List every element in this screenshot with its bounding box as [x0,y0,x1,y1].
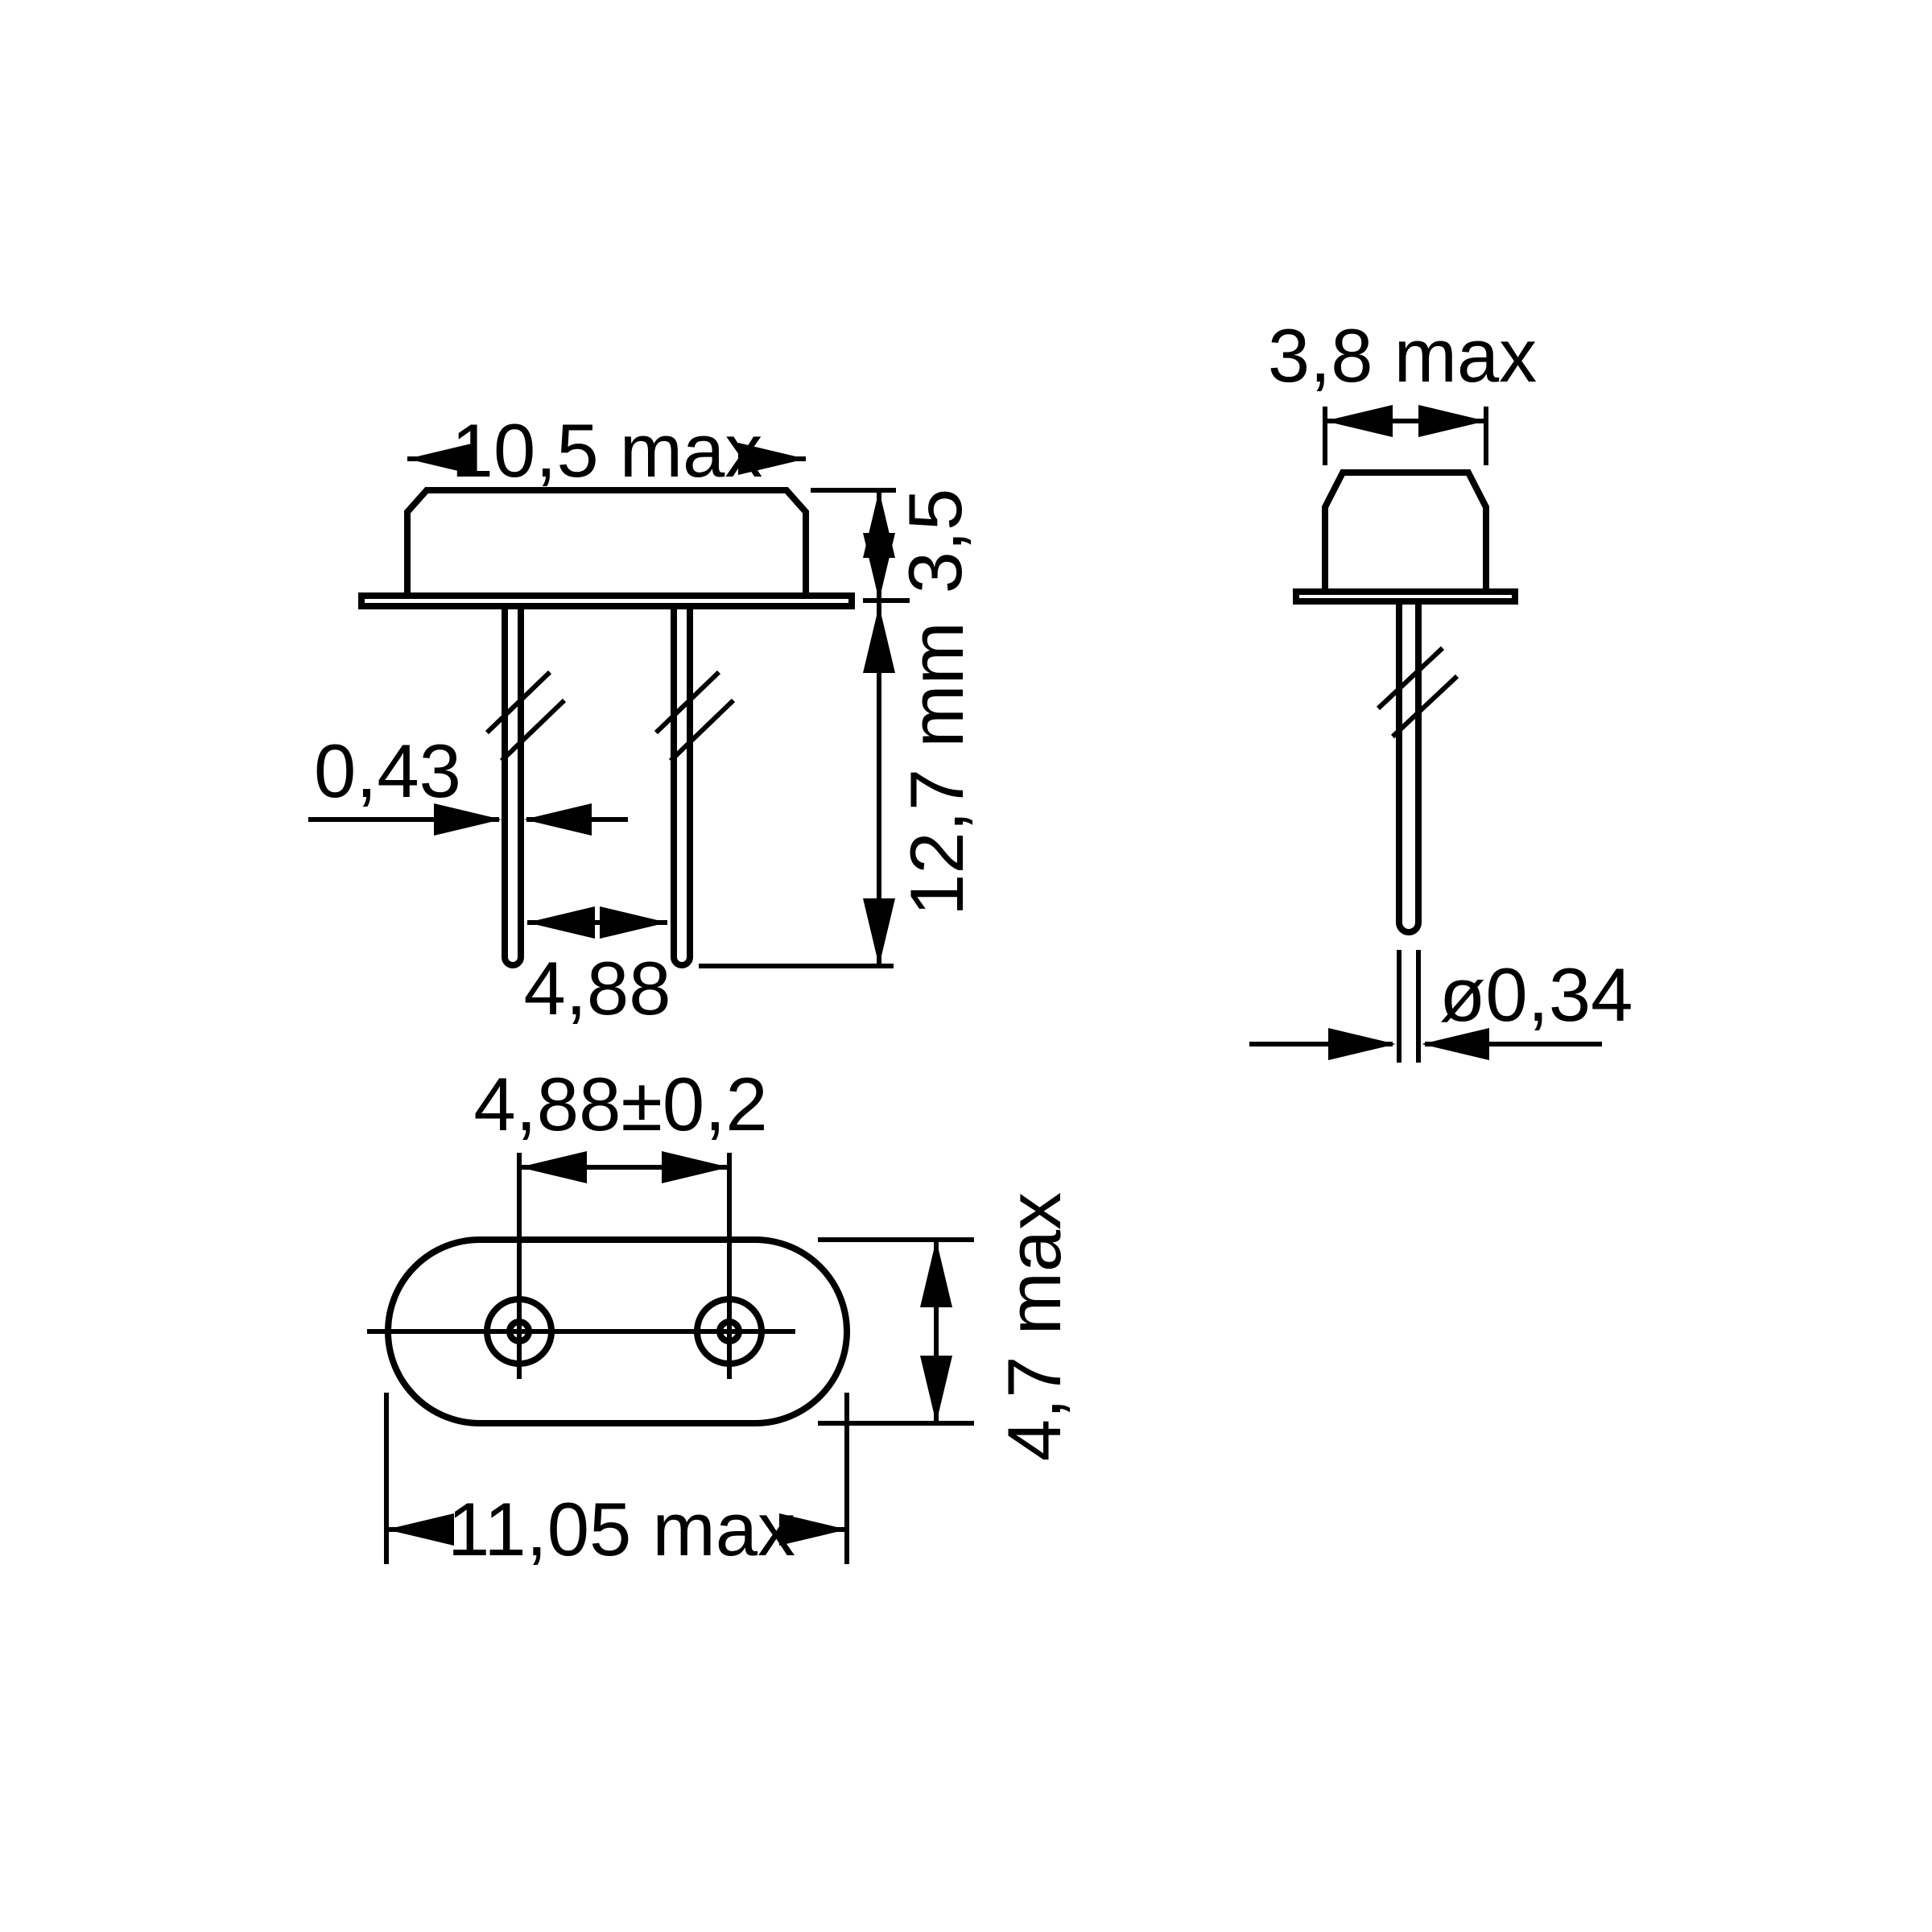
front-lead-length-label: 12,7 mm [894,621,979,916]
bottom-width-label: 11,05 max [448,1487,795,1571]
dimension-arrowhead [863,533,895,601]
front-right-lead [671,609,693,968]
front-flange [358,592,855,609]
front-lead-spacing-dimension: 4,88 [524,906,671,1030]
side-width-dimension: 3,8 max [1268,313,1537,465]
front-body-height-label: 3,5 [893,489,977,594]
front-left-lead-break-marks [485,670,567,763]
dimension-arrowhead [920,1240,952,1307]
front-lead-thickness-label: 0,43 [314,729,461,813]
dimension-arrowhead [519,1151,587,1183]
dimension-arrowhead [1328,1028,1396,1060]
bottom-width-dimension: 11,05 max [384,1393,849,1571]
side-lead-diameter-label: ø0,34 [1439,952,1633,1037]
side-flange [1293,588,1518,605]
dimension-arrowhead [527,906,595,939]
dimension-arrowhead [863,898,895,966]
side-lead-diameter-dimension: ø0,34 [1249,950,1633,1063]
front-lead-spacing-label: 4,88 [524,946,671,1030]
front-view: 10,5 max 3,5 12,7 mm 0,43 [308,408,979,1030]
front-left-lead [502,609,524,968]
front-lead-thickness-dimension: 0,43 [308,729,628,836]
bottom-depth-dimension: 4,7 max [818,1192,1076,1461]
dimension-arrowhead [863,605,895,673]
front-lead-length-dimension: 12,7 mm [699,601,979,968]
dimension-arrowhead [386,1513,454,1546]
front-body-outline [404,487,809,596]
side-width-label: 3,8 max [1268,313,1537,398]
dimension-arrowhead [920,1356,952,1423]
dimension-arrowhead [1418,405,1486,437]
bottom-view: 4,88±0,2 4,7 max 11,05 max [367,1062,1076,1571]
front-body-height-dimension: 3,5 [811,488,977,603]
front-width-dimension: 10,5 max [407,408,806,493]
dimension-arrowhead [524,803,592,836]
dimension-arrowhead [600,906,667,939]
bottom-depth-label: 4,7 max [992,1192,1076,1461]
bottom-pin-spacing-dimension: 4,88±0,2 [473,1062,768,1379]
side-body-outline [1322,469,1489,592]
bottom-pin-spacing-label: 4,88±0,2 [473,1062,767,1146]
side-view: 3,8 max ø0,34 [1249,313,1633,1063]
front-width-label: 10,5 max [452,408,763,493]
front-right-lead-break-marks [654,670,736,763]
dimension-arrowhead [662,1151,729,1183]
side-lead-break-marks [1376,646,1459,739]
dimension-arrowhead [1325,405,1393,437]
side-lead [1396,605,1422,935]
